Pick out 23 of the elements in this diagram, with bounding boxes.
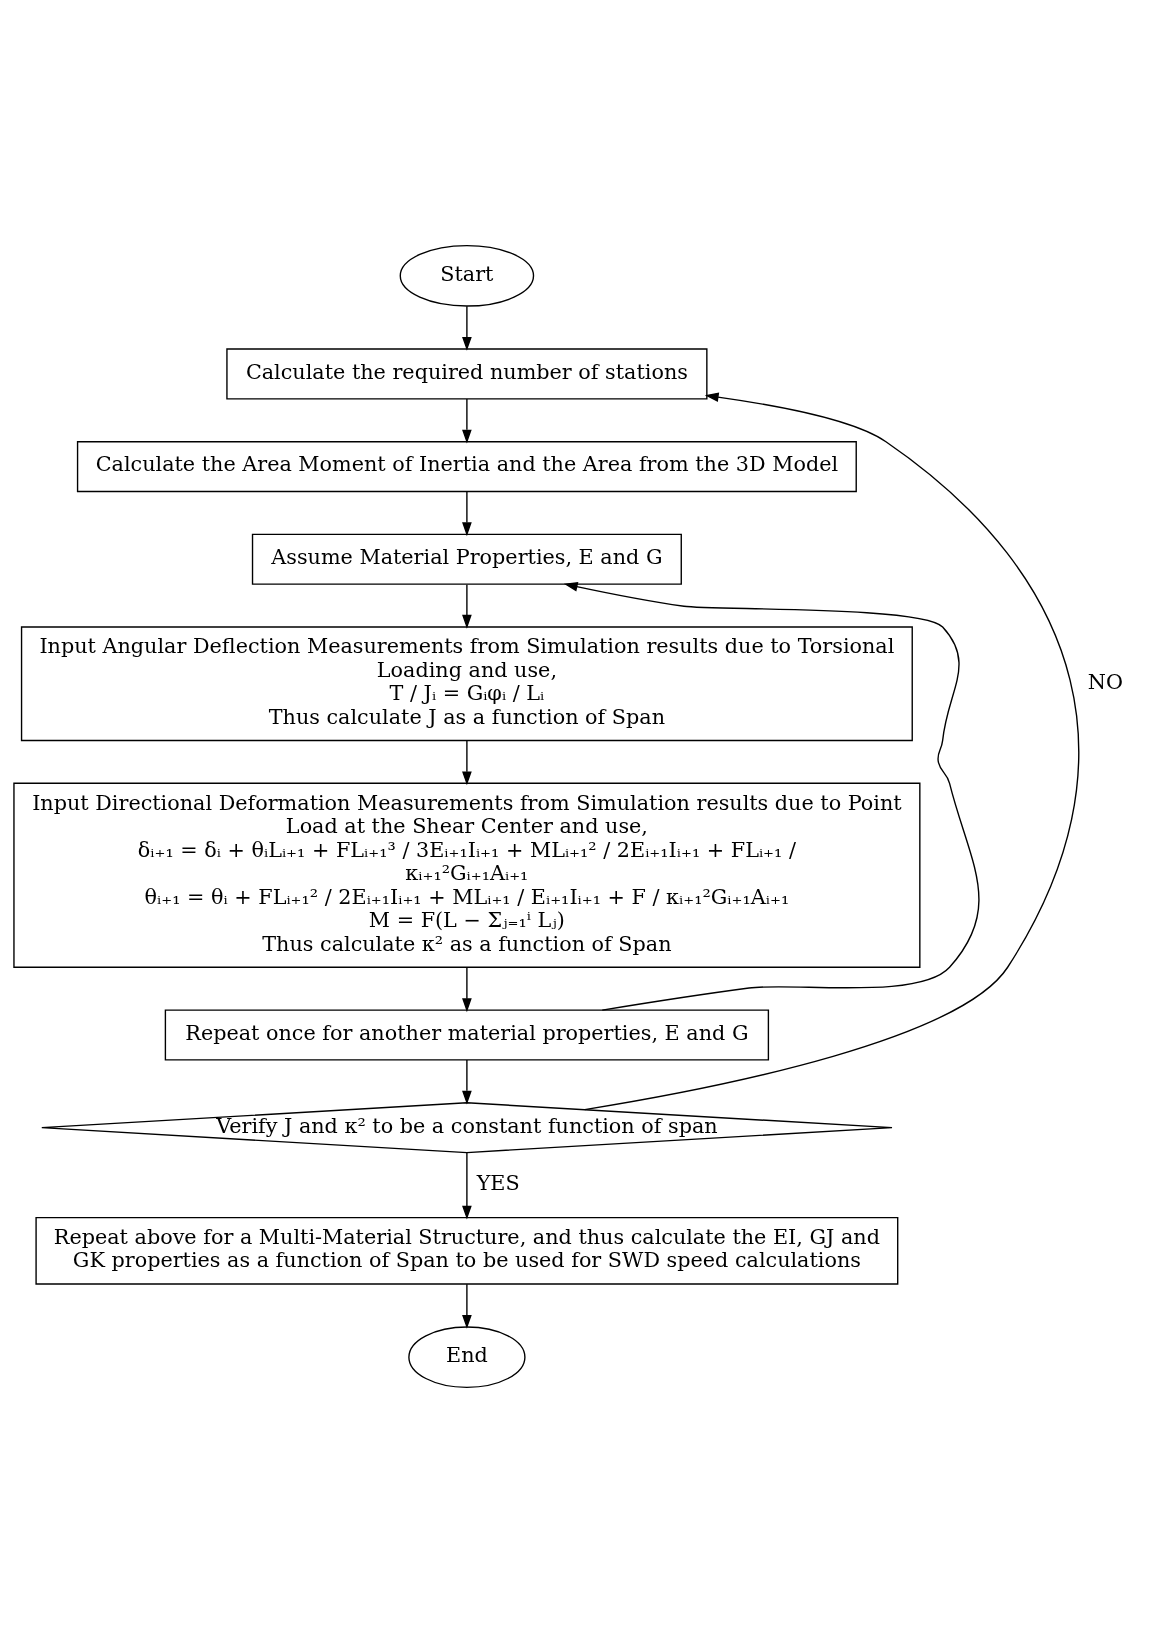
edge-label: YES: [476, 1170, 520, 1195]
node-box: Input Directional Deformation Measurements from Simulation results due to Point Load at the Shear Center and use, δᵢ₊₁ = δᵢ + θᵢLᵢ₊₁ + FLᵢ₊₁³ / 3Eᵢ₊₁Iᵢ₊₁ + MLᵢ₊₁² / 2Eᵢ₊₁Iᵢ₊₁ + FLᵢ₊₁ / κᵢ₊₁²Gᵢ₊₁Aᵢ₊₁ θᵢ₊₁ = θᵢ + FLᵢ₊₁² / 2Eᵢ₊₁Iᵢ₊₁ + MLᵢ₊₁ / Eᵢ₊₁Iᵢ₊₁ + F / κᵢ₊₁²Gᵢ₊₁Aᵢ₊₁ M = F(L − Σⱼ₌₁ⁱ Lⱼ) Thus calculate κ² as a function of Span: [13, 782, 921, 968]
arrow: [563, 581, 980, 1011]
node-box: Assume Material Properties, E and G: [251, 533, 682, 585]
arrow: [462, 490, 472, 536]
arrow: [462, 397, 472, 444]
arrow: [584, 391, 1079, 1110]
arrow: [462, 305, 472, 351]
edge-label: NO: [1087, 669, 1123, 694]
node-box: Calculate the required number of stations: [226, 347, 708, 399]
arrow: [462, 583, 472, 629]
node-box: Repeat above for a Multi-Material Structure, and thus calculate the EI, GJ and GK properties as a function of Span to be used for SWD speed calculations: [35, 1216, 899, 1285]
node-box: Input Angular Deflection Measurements from Simulation results due to Torsional Loading and use, T / Jᵢ = Gᵢφᵢ / Lᵢ Thus calculate J as a function of Span: [20, 625, 913, 741]
node-ellipse: End: [408, 1325, 526, 1388]
arrow: [462, 739, 472, 785]
arrow: [462, 1283, 472, 1329]
arrow: [462, 1058, 472, 1105]
node-diamond: Verify J and κ² to be a constant function of span: [41, 1101, 893, 1153]
node-box: Calculate the Area Moment of Inertia and the Area from the 3D Model: [76, 440, 857, 492]
node-ellipse: Start: [399, 244, 535, 307]
node-box: Repeat once for another material properties, E and G: [164, 1008, 770, 1061]
arrow: [462, 1151, 472, 1220]
arrow: [462, 966, 472, 1012]
